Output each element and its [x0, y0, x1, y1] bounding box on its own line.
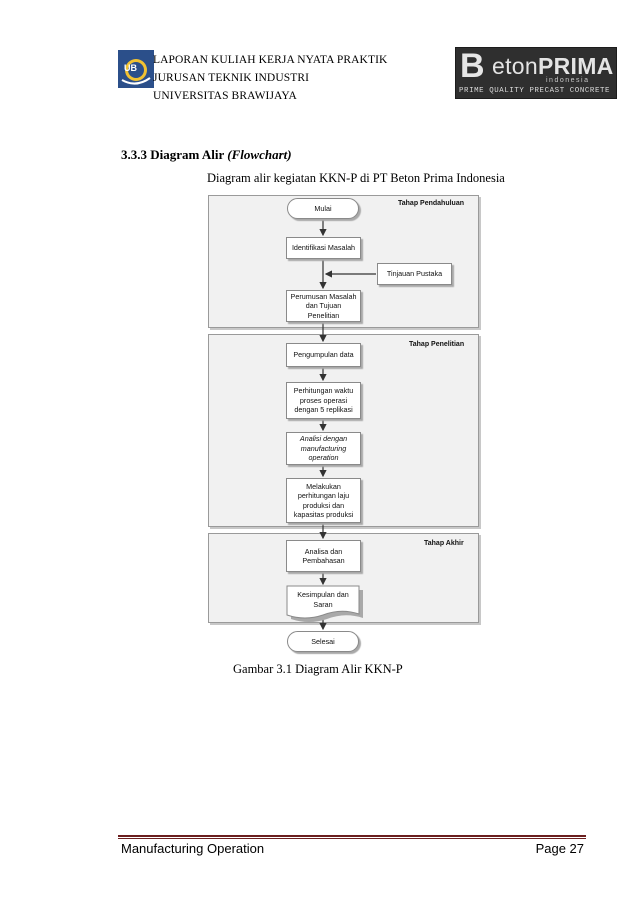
beton-prima-logo: B etonPRIMA indonesia PRIME QUALITY PREC… [455, 47, 617, 99]
header-department: JURUSAN TEKNIK INDUSTRI [153, 72, 310, 84]
step-perumusan: Perumusan Masalah dan Tujuan Penelitian [286, 290, 361, 322]
footer-rule [118, 835, 586, 837]
phase-label: Tahap Akhir [424, 540, 464, 547]
phase-label: Tahap Pendahuluan [398, 200, 464, 207]
document-kesimpulan: Kesimpulan dan Saran [286, 585, 363, 622]
step-pengumpulan: Pengumpulan data [286, 343, 361, 367]
university-logo [118, 50, 154, 88]
step-melakukan: Melakukan perhitungan laju produksi dan … [286, 478, 361, 523]
diagram-title: Diagram alir kegiatan KKN-P di PT Beton … [207, 171, 505, 185]
header-university: UNIVERSITAS BRAWIJAYA [153, 90, 297, 102]
footer-title: Manufacturing Operation [121, 841, 265, 856]
phase-label: Tahap Penelitian [409, 341, 465, 348]
header-report-title: LAPORAN KULIAH KERJA NYATA PRAKTIK [153, 54, 388, 66]
end-terminal: Selesai [287, 631, 359, 652]
step-tinjauan: Tinjauan Pustaka [377, 263, 452, 285]
step-analisa: Analisa dan Pembahasan [286, 540, 361, 572]
figure-caption: Gambar 3.1 Diagram Alir KKN-P [233, 662, 403, 676]
university-logo-text: UB [124, 63, 137, 73]
beton-logo-name: etonPRIMA [492, 53, 614, 79]
beton-logo-tagline: PRIME QUALITY PRECAST CONCRETE [459, 87, 611, 95]
document-shape [286, 585, 363, 622]
beton-logo-sub: indonesia [546, 77, 590, 84]
document-label: Kesimpulan dan Saran [297, 590, 349, 609]
step-identifikasi: Identifikasi Masalah [286, 237, 361, 259]
page-number: Page 27 [535, 841, 584, 856]
step-perhitungan: Perhitungan waktu proses operasi dengan … [286, 382, 361, 419]
start-terminal: Mulai [287, 198, 359, 219]
section-heading: 3.3.3 Diagram Alir (Flowchart) [121, 147, 292, 162]
step-analisi: Analisi dengan manufacturing operation [286, 432, 361, 465]
footer-rule-thin [118, 838, 586, 839]
beton-logo-b: B [460, 47, 485, 85]
